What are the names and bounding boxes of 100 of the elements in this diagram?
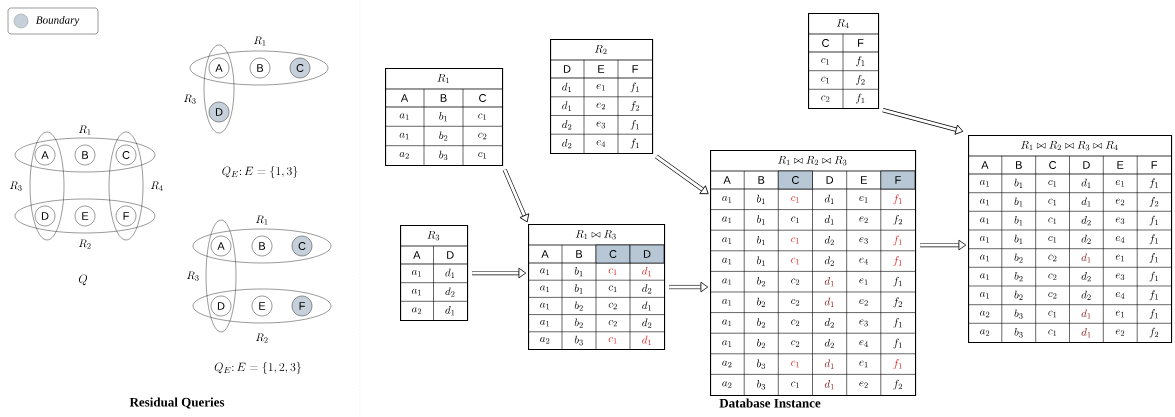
table-cell: $e_2$ [596, 102, 605, 110]
column-header: D [447, 251, 454, 259]
table-cell: $d_1$ [1081, 328, 1091, 338]
table-cell: $a_1$ [722, 340, 732, 347]
table-cell: $f_1$ [1149, 253, 1158, 263]
table [527, 224, 666, 351]
table-cell: $e_2$ [1115, 198, 1125, 206]
table-title: $R_1$ [437, 73, 449, 84]
table-cell: $b_2$ [757, 277, 765, 287]
column-header: D [629, 244, 665, 264]
table-cell: $e_4$ [1115, 236, 1125, 243]
column-header: A [541, 250, 549, 258]
table-cell: $a_1$ [399, 113, 409, 120]
table-cell: $f_1$ [1149, 290, 1158, 301]
column-header: D [1083, 161, 1090, 169]
table-cell: $e_3$ [859, 319, 868, 327]
table-cell: $a_1$ [722, 237, 732, 244]
table-cell: $f_1$ [630, 119, 639, 130]
table-cell: $d_2$ [642, 284, 652, 294]
column-header: C [778, 170, 813, 190]
table-cell: $c_2$ [608, 319, 617, 327]
table-cell: $b_2$ [1014, 272, 1023, 282]
column-header: A [723, 176, 731, 184]
arrow [655, 154, 709, 195]
table-cell: $c_2$ [791, 340, 800, 347]
table [549, 39, 654, 155]
table [807, 13, 880, 110]
table-cell: $e_3$ [596, 121, 606, 129]
table-cell: $d_2$ [445, 287, 455, 297]
table-cell: $c_1$ [608, 285, 617, 292]
table-cell: $b_2$ [757, 338, 765, 349]
table-cell: $d_2$ [642, 318, 652, 328]
column-header: C [595, 244, 631, 264]
table-cell: $c_1$ [1048, 217, 1057, 224]
table-cell: $d_2$ [824, 318, 834, 328]
table-cell: $a_1$ [722, 319, 732, 327]
table-cell: $d_1$ [824, 297, 834, 307]
table-cell: $b_1$ [1014, 197, 1023, 207]
table-cell: $e_3$ [1115, 217, 1125, 225]
table-cell: $c_1$ [791, 237, 799, 244]
table-cell: $b_3$ [1014, 328, 1023, 338]
arrow [502, 168, 530, 223]
table-cell: $b_2$ [757, 297, 765, 307]
table-cell: $a_1$ [980, 273, 989, 280]
table-cell: $b_2$ [757, 318, 765, 328]
table-cell: $a_2$ [980, 310, 990, 318]
table-cell: $c_1$ [1048, 329, 1057, 336]
column-header: C [479, 94, 487, 102]
table-cell: $d_2$ [824, 235, 834, 246]
table-cell: $f_2$ [856, 75, 865, 85]
table-cell: $d_1$ [562, 82, 572, 92]
table-cell: $f_1$ [893, 359, 902, 370]
table-cell: $b_3$ [1014, 309, 1023, 319]
table-cell: $b_3$ [439, 150, 448, 161]
table-title: $R_3$ [427, 230, 440, 241]
table-cell: $b_2$ [574, 301, 583, 311]
hyperedge-label: $R_3$ [183, 94, 196, 104]
table-cell: $f_2$ [1149, 197, 1159, 207]
table-cell: $a_2$ [722, 381, 732, 388]
column-header: E [598, 65, 605, 73]
column-header: B [440, 94, 447, 102]
table-cell: $f_1$ [630, 138, 639, 149]
table-cell: $f_1$ [630, 82, 639, 93]
table-cell: $a_1$ [722, 299, 732, 306]
table-cell: $a_1$ [722, 196, 732, 203]
table-cell: $b_3$ [757, 380, 766, 390]
arrow [669, 281, 709, 293]
table-cell: $d_2$ [562, 120, 572, 130]
column-header: A [400, 94, 409, 102]
query-label: $Q$ [78, 274, 88, 286]
table-cell: $b_1$ [757, 194, 765, 204]
table-cell: $c_1$ [1048, 236, 1057, 243]
column-header: F [880, 170, 916, 190]
hyperedge-label: $R_1$ [253, 36, 266, 46]
table-cell: $c_2$ [821, 95, 830, 102]
table-cell: $c_1$ [608, 337, 617, 344]
table-cell: $e_2$ [859, 381, 868, 388]
table-cell: $f_2$ [893, 297, 902, 308]
table-title: $R_1 \bowtie R_2 \bowtie R_3 \bowtie R_4$ [1021, 140, 1118, 151]
table-cell: $e_2$ [1115, 329, 1125, 336]
table-cell: $b_2$ [1014, 290, 1023, 300]
table-cell: $a_2$ [540, 337, 550, 344]
table-cell: $d_1$ [1081, 197, 1091, 207]
table-cell: $d_1$ [642, 267, 652, 277]
table-cell: $f_1$ [856, 93, 865, 104]
table-cell: $b_1$ [757, 215, 765, 225]
column-header: A [981, 161, 989, 169]
table-title: $R_1 \bowtie R_2 \bowtie R_3$ [778, 155, 847, 166]
table-cell: $d_2$ [824, 338, 834, 349]
table-cell: $f_1$ [893, 338, 902, 349]
table-cell: $b_1$ [574, 284, 583, 294]
table-cell: $d_2$ [1081, 216, 1091, 226]
table-cell: $f_2$ [893, 379, 902, 390]
column-header: F [632, 65, 638, 73]
table-cell: $a_1$ [722, 278, 732, 285]
table-cell: $e_4$ [859, 257, 868, 265]
table-cell: $d_1$ [445, 268, 455, 278]
table-cell: $a_1$ [980, 180, 989, 187]
column-header: B [576, 250, 583, 258]
table-cell: $a_1$ [540, 319, 550, 327]
